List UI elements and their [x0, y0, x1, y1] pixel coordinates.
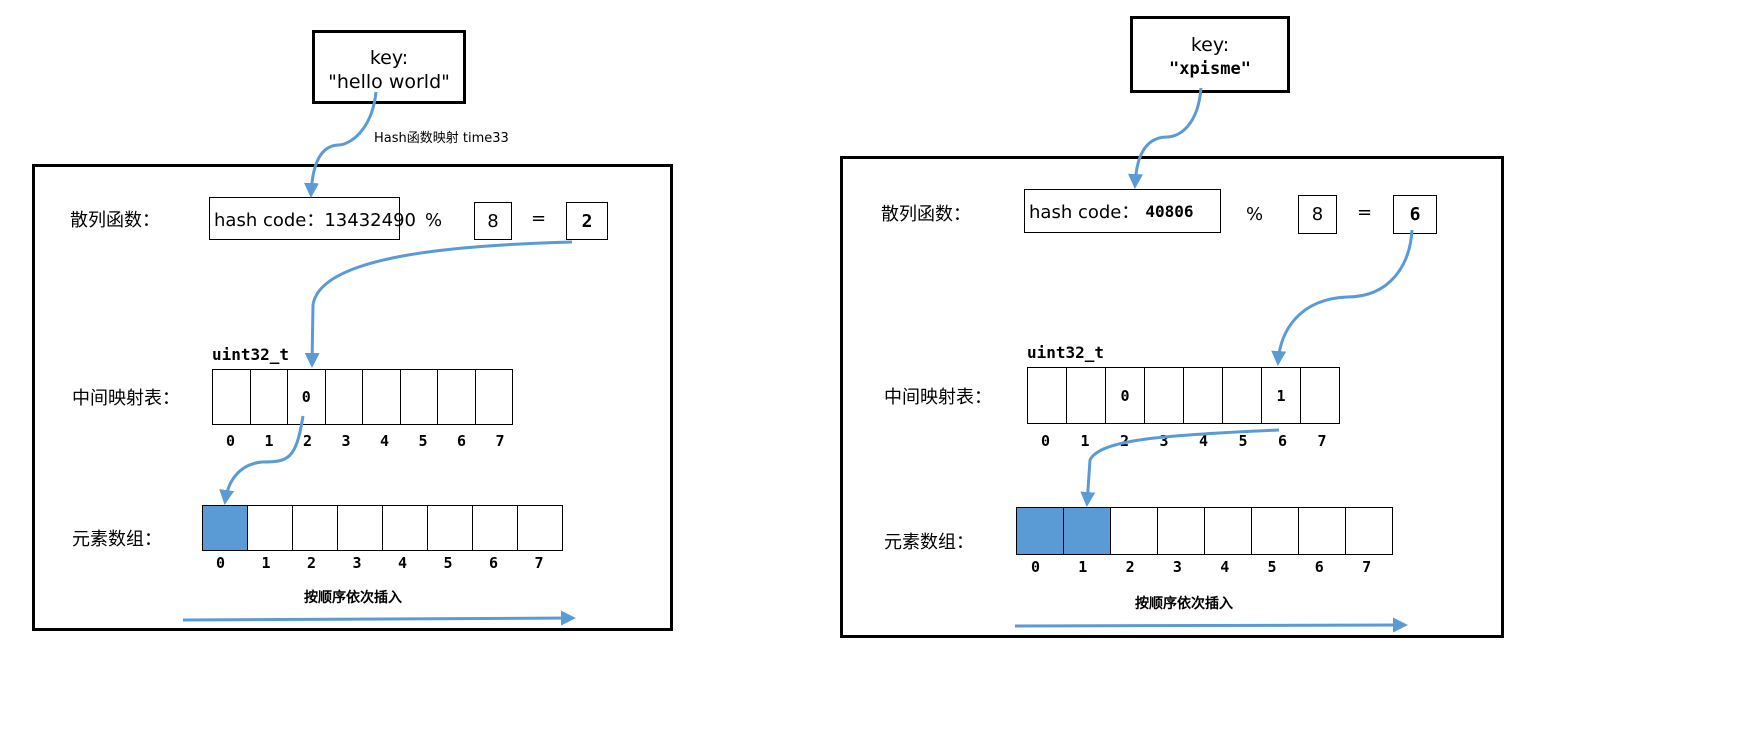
right-array-index-6: 6: [1314, 558, 1324, 576]
left-result-box: 2: [566, 202, 608, 240]
right-result-box: 6: [1393, 195, 1437, 234]
right-map-to-array-arrow: [1080, 428, 1280, 507]
right-array-index-7: 7: [1362, 558, 1372, 576]
left-key-to-hash-arrow: [303, 91, 378, 198]
left-array-index-6: 6: [489, 554, 499, 572]
right-modulus-value: 8: [1311, 204, 1324, 225]
left-map-to-array-arrow: [219, 415, 305, 505]
right-hash-code-box: hash code： 40806: [1024, 189, 1221, 233]
left-insert-direction-arrow: [182, 610, 576, 626]
left-hash-fn-label: 散列函数：: [70, 210, 160, 231]
left-array-cell-0: [202, 505, 248, 551]
left-result-to-map-arrow: [304, 240, 573, 368]
right-map-index-5: 5: [1238, 432, 1248, 450]
left-map-index-2: 2: [303, 432, 313, 450]
left-array-index-2: 2: [307, 554, 317, 572]
left-hash-code-text: hash code：13432490: [214, 209, 416, 231]
left-map-label: 中间映射表：: [72, 388, 180, 409]
right-map-index-4: 4: [1199, 432, 1209, 450]
right-map-index-1: 1: [1080, 432, 1090, 450]
right-array-index-5: 5: [1267, 558, 1277, 576]
right-array-cell-1: [1063, 507, 1111, 555]
right-hash-code-prefix: hash code：: [1029, 202, 1140, 223]
right-modulus-box: 8: [1298, 195, 1337, 234]
left-map-cell-7: [474, 369, 513, 425]
right-key-label: key:: [1190, 34, 1230, 56]
right-hash-code-value: 40806: [1145, 201, 1194, 221]
left-hash-fn-caption: Hash函数映射 time33: [374, 131, 509, 146]
right-array-label: 元素数组：: [884, 532, 974, 553]
right-map-cell-7: [1300, 367, 1340, 424]
left-equals-operator: =: [531, 208, 547, 229]
right-map-label: 中间映射表：: [884, 387, 992, 408]
left-array-index-5: 5: [443, 554, 453, 572]
right-array-index-0: 0: [1031, 558, 1041, 576]
right-key-value: "xpisme": [1169, 59, 1251, 79]
left-map-index-4: 4: [380, 432, 390, 450]
left-array-label: 元素数组：: [72, 529, 162, 550]
right-result-to-map-arrow: [1271, 229, 1414, 366]
right-element-array: [1016, 507, 1393, 555]
right-hash-fn-label: 散列函数：: [881, 204, 971, 225]
left-map-table: 0: [212, 369, 513, 425]
right-map-index-7: 7: [1317, 432, 1327, 450]
right-map-index-3: 3: [1159, 432, 1169, 450]
right-array-index-1: 1: [1078, 558, 1088, 576]
right-array-index-2: 2: [1125, 558, 1135, 576]
right-key-box: key: "xpisme": [1130, 16, 1290, 93]
right-key-to-hash-arrow: [1128, 87, 1203, 189]
left-element-array: [202, 505, 563, 551]
right-equals-operator: =: [1357, 202, 1373, 223]
right-mod-operator: %: [1246, 204, 1264, 225]
right-map-index-2: 2: [1120, 432, 1130, 450]
right-array-index-3: 3: [1172, 558, 1182, 576]
right-map-index-0: 0: [1041, 432, 1051, 450]
left-mod-operator: %: [425, 210, 443, 231]
left-map-index-6: 6: [457, 432, 467, 450]
left-array-index-7: 7: [534, 554, 544, 572]
right-map-index-6: 6: [1278, 432, 1288, 450]
left-key-label: key:: [369, 47, 409, 69]
left-array-cell-7: [517, 505, 563, 551]
left-array-index-3: 3: [352, 554, 362, 572]
left-outer-frame: [32, 164, 673, 631]
left-result-value: 2: [581, 210, 593, 232]
right-insert-direction-arrow: [1014, 617, 1408, 633]
left-modulus-value: 8: [487, 210, 499, 232]
left-map-index-1: 1: [264, 432, 274, 450]
left-array-index-1: 1: [261, 554, 271, 572]
right-insert-caption: 按顺序依次插入: [1135, 596, 1233, 612]
right-array-index-4: 4: [1220, 558, 1230, 576]
left-map-index-5: 5: [418, 432, 428, 450]
left-array-index-0: 0: [216, 554, 226, 572]
right-type-label: uint32_t: [1027, 343, 1105, 362]
left-map-index-3: 3: [341, 432, 351, 450]
left-array-index-4: 4: [398, 554, 408, 572]
left-map-index-0: 0: [226, 432, 236, 450]
right-outer-frame: [840, 156, 1504, 638]
right-result-value: 6: [1409, 204, 1421, 225]
left-type-label: uint32_t: [212, 345, 290, 364]
left-insert-caption: 按顺序依次插入: [304, 590, 402, 606]
left-modulus-box: 8: [474, 202, 512, 240]
left-key-value: "hello world": [328, 71, 450, 93]
left-key-box: key: "hello world": [312, 30, 466, 104]
right-array-cell-7: [1345, 507, 1393, 555]
left-map-index-7: 7: [495, 432, 505, 450]
